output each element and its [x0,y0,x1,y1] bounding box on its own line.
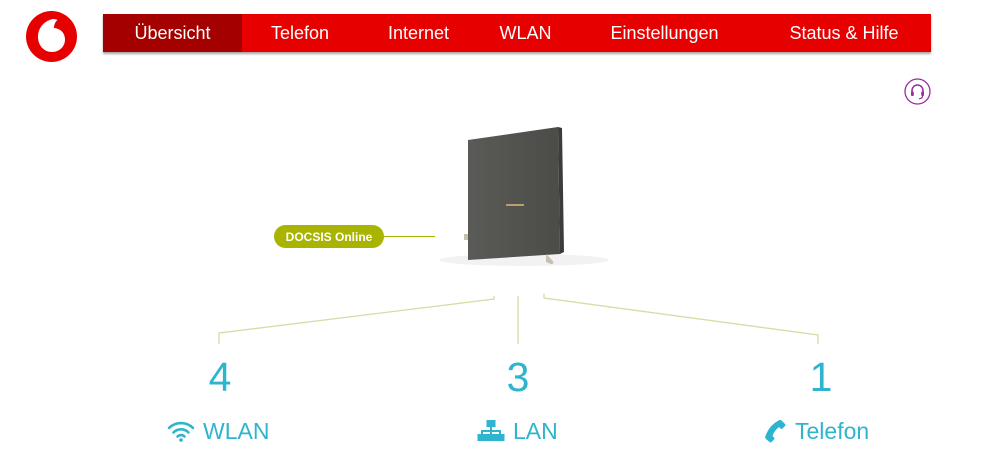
telefon-label: Telefon [795,417,870,444]
docsis-status-badge: DOCSIS Online [274,225,384,248]
phone-icon [765,419,786,443]
wlan-label: WLAN [203,417,270,444]
lan-link[interactable]: LAN [477,416,558,446]
lan-label: LAN [513,417,558,444]
nav-item-internet[interactable]: Internet [387,22,450,43]
nav-item-uebersicht[interactable]: Übersicht [103,14,242,52]
nav-item-status-hilfe[interactable]: Status & Hilfe [789,22,899,43]
telefon-device-count: 1 [809,354,833,400]
wlan-device-count: 4 [208,354,232,400]
wifi-icon [167,421,195,442]
docsis-connector-line [384,236,435,237]
nav-item-telefon[interactable]: Telefon [270,22,330,43]
nav-item-einstellungen[interactable]: Einstellungen [610,22,719,43]
main-navigation: Übersicht Telefon Internet WLAN Einstell… [103,14,931,52]
wlan-link[interactable]: WLAN [167,416,269,446]
router-image [439,127,609,266]
telefon-link[interactable]: Telefon [763,416,869,446]
network-icon [477,420,505,441]
headset-icon[interactable] [904,78,931,105]
lan-device-count: 3 [506,354,530,400]
vodafone-speechmark-icon[interactable] [26,11,77,62]
nav-item-wlan[interactable]: WLAN [499,22,552,43]
